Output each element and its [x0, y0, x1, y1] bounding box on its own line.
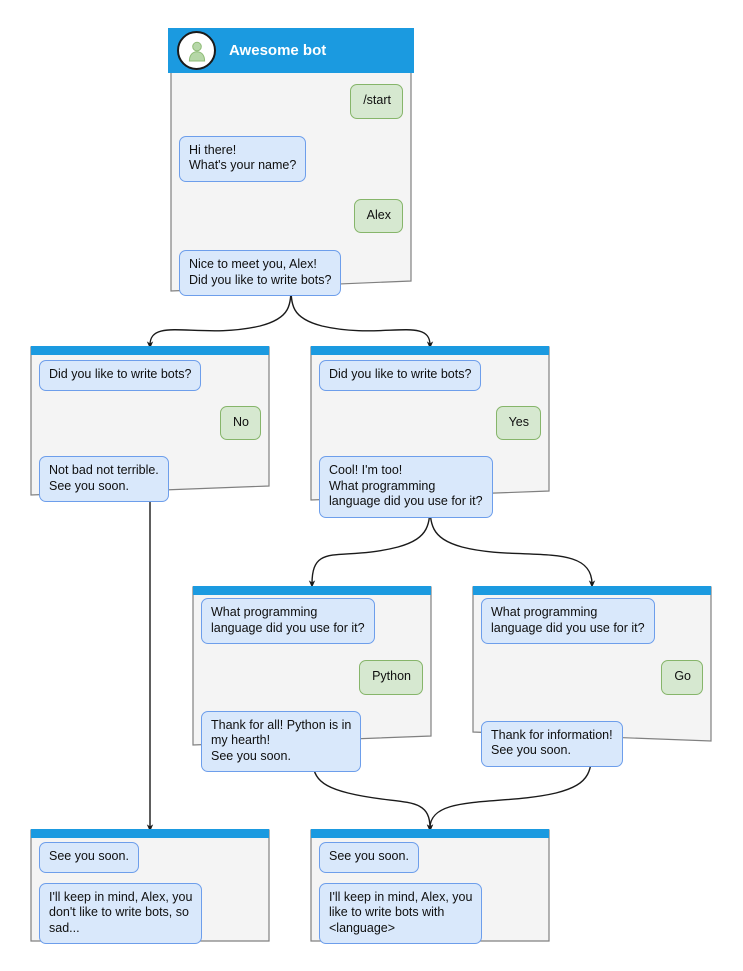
user-message-bubble[interactable]: Python	[359, 660, 423, 695]
bot-message-bubble[interactable]: See you soon.	[319, 842, 419, 873]
message-row: Did you like to write bots?	[39, 360, 261, 391]
user-message-bubble[interactable]: Yes	[495, 405, 541, 440]
chat-card-python-branch[interactable]: What programming language did you use fo…	[190, 586, 434, 772]
chat-card-no-branch[interactable]: Did you like to write bots? No Not bad n…	[28, 346, 272, 502]
bot-message-bubble[interactable]: Hi there! What's your name?	[179, 135, 307, 182]
person-glyph	[188, 41, 205, 61]
message-row: Thank for all! Python is in my hearth! S…	[201, 710, 423, 772]
message-row: Hi there! What's your name?	[179, 135, 403, 182]
user-message-bubble[interactable]: Alex	[353, 198, 403, 233]
edge-yes-to-python	[308, 499, 431, 588]
bot-message-bubble[interactable]: What programming language did you use fo…	[201, 598, 375, 644]
card-header-end-sad	[31, 829, 269, 838]
message-row: Go	[481, 660, 703, 695]
chat-card-end-happy[interactable]: See you soon. I'll keep in mind, Alex, y…	[308, 829, 552, 944]
card-header-no-branch	[31, 346, 269, 355]
bot-message-bubble[interactable]: Did you like to write bots?	[39, 360, 202, 391]
edge-root-to-yes	[290, 282, 434, 349]
edge-go-to-end-happy	[426, 740, 593, 832]
message-row: /start	[179, 84, 403, 119]
bot-message-bubble[interactable]: See you soon.	[39, 842, 139, 873]
bot-message-bubble[interactable]: Thank for information! See you soon.	[481, 720, 623, 767]
bot-message-bubble[interactable]: I'll keep in mind, Alex, you don't like …	[39, 882, 203, 944]
card-header-yes-branch	[311, 346, 549, 355]
bot-message-bubble[interactable]: Cool! I'm too! What programming language…	[319, 456, 493, 518]
message-row: What programming language did you use fo…	[481, 598, 703, 644]
message-row: Alex	[179, 198, 403, 233]
card-header-python-branch	[193, 586, 431, 595]
message-row: Thank for information! See you soon.	[481, 720, 703, 767]
chat-card-go-branch[interactable]: What programming language did you use fo…	[470, 586, 714, 767]
message-row: See you soon.	[319, 842, 541, 873]
message-row: Yes	[319, 405, 541, 440]
bot-name-title: Awesome bot	[229, 42, 327, 59]
bot-message-bubble[interactable]: I'll keep in mind, Alex, you like to wri…	[319, 882, 483, 944]
message-row: See you soon.	[39, 842, 261, 873]
message-row: Did you like to write bots?	[319, 360, 541, 391]
message-row: Nice to meet you, Alex! Did you like to …	[179, 250, 403, 296]
chat-card-end-sad[interactable]: See you soon. I'll keep in mind, Alex, y…	[28, 829, 272, 944]
message-row: Python	[201, 660, 423, 695]
edge-root-to-no	[146, 282, 292, 349]
card-header-go-branch	[473, 586, 711, 595]
person-avatar-icon	[177, 31, 216, 70]
message-row: Not bad not terrible. See you soon.	[39, 456, 261, 502]
user-message-bubble[interactable]: Go	[661, 660, 703, 695]
message-row: No	[39, 405, 261, 440]
bot-message-bubble[interactable]: Thank for all! Python is in my hearth! S…	[201, 710, 362, 772]
chat-card-yes-branch[interactable]: Did you like to write bots? Yes Cool! I'…	[308, 346, 552, 518]
bot-message-bubble[interactable]: Did you like to write bots?	[319, 360, 482, 391]
edge-yes-to-go	[429, 499, 596, 588]
card-header-end-happy	[311, 829, 549, 838]
chat-card-root[interactable]: Awesome bot /start Hi there! What's your…	[168, 28, 414, 296]
user-message-bubble[interactable]: /start	[350, 84, 403, 119]
message-row: I'll keep in mind, Alex, you like to wri…	[319, 882, 541, 944]
message-row: What programming language did you use fo…	[201, 598, 423, 644]
message-row: I'll keep in mind, Alex, you don't like …	[39, 882, 261, 944]
card-header-root: Awesome bot	[168, 28, 414, 73]
bot-message-bubble[interactable]: Nice to meet you, Alex! Did you like to …	[179, 250, 342, 296]
bot-message-bubble[interactable]: Not bad not terrible. See you soon.	[39, 456, 169, 502]
bot-message-bubble[interactable]: What programming language did you use fo…	[481, 598, 655, 644]
user-message-bubble[interactable]: No	[220, 405, 261, 440]
message-row: Cool! I'm too! What programming language…	[319, 456, 541, 518]
